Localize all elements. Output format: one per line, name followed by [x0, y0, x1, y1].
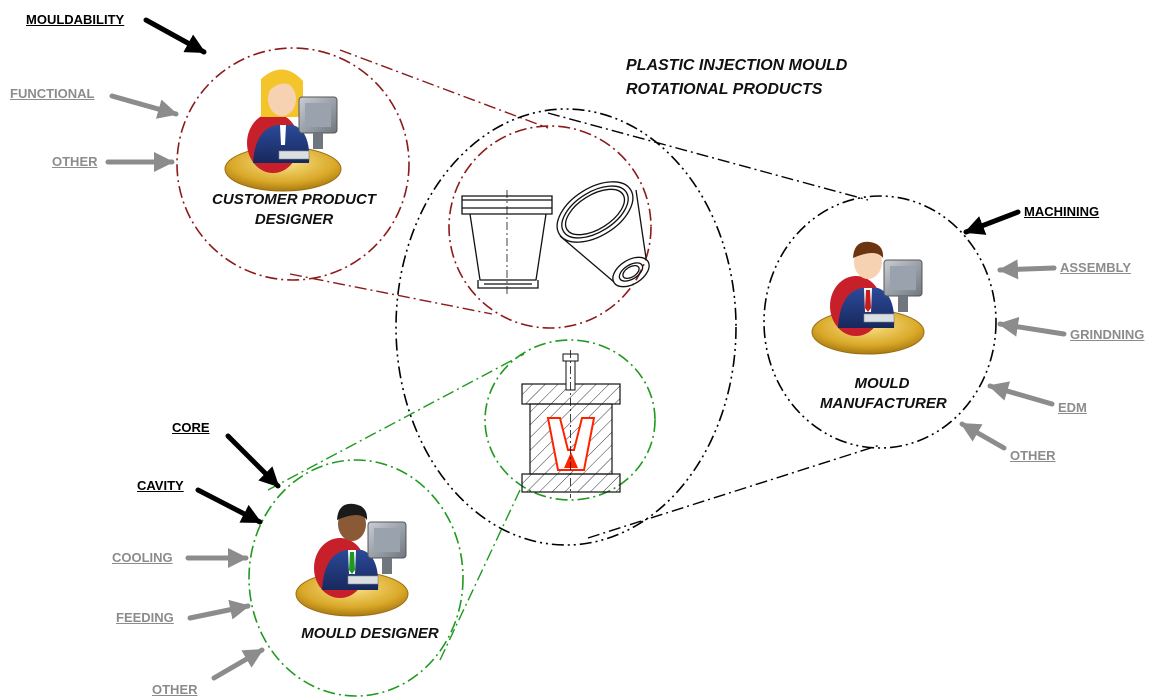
mould-section-drawing [521, 350, 621, 498]
machining-label: MACHINING [1024, 204, 1100, 219]
grinding-label: GRINDNING [1070, 327, 1145, 342]
feeding-arrow [187, 599, 251, 621]
functional-arrow [109, 93, 179, 119]
functional-label: FUNCTIONAL [10, 86, 95, 101]
product-circle [448, 125, 652, 329]
mouldability-label: MOULDABILITY [26, 12, 125, 27]
manufacturer-role-line-1: MOULD [854, 375, 910, 392]
cavity-arrow [195, 487, 263, 525]
customer-arrows [105, 17, 207, 172]
designer-connector-lines [267, 353, 525, 661]
mould-circle [484, 339, 656, 501]
mouldability-arrow [143, 17, 207, 55]
customer-role-label: CUSTOMER PRODUCT DESIGNER [196, 190, 392, 230]
cooling-label: COOLING [112, 550, 173, 565]
designer-role-line-1: MOULD DESIGNER [301, 625, 439, 642]
cavity-label: CAVITY [137, 478, 184, 493]
machining-arrow [963, 209, 1021, 235]
customer-role-line-2: DESIGNER [254, 211, 334, 228]
manufacturer-arrows [959, 209, 1067, 451]
assembly-arrow [997, 259, 1057, 280]
designer-circle [248, 459, 464, 697]
customer-circle [176, 47, 410, 281]
manufacturer-other-label: OTHER [1010, 448, 1056, 463]
man-at-computer-icon [811, 241, 925, 355]
designer-other-arrow [211, 647, 265, 681]
manufacturer-connector-lines [547, 112, 881, 539]
man-at-computer-icon-designer [295, 503, 409, 617]
grinding-arrow [997, 316, 1067, 337]
designer-arrows [185, 433, 281, 681]
designer-role-label: MOULD DESIGNER [290, 624, 450, 644]
manufacturer-circle [763, 195, 997, 449]
woman-at-computer-icon [224, 69, 342, 192]
central-product-circle [395, 108, 737, 546]
customer-connector-lines [289, 49, 549, 315]
title-line-2: ROTATIONAL PRODUCTS [626, 81, 823, 98]
customer-other-label: OTHER [52, 154, 98, 169]
cup-product-drawing [461, 181, 650, 294]
edm-label: EDM [1058, 400, 1087, 415]
title-line-1: PLASTIC INJECTION MOULD [626, 57, 848, 74]
manufacturer-other-arrow [959, 421, 1007, 451]
designer-other-label: OTHER [152, 682, 198, 697]
assembly-label: ASSEMBLY [1060, 260, 1132, 275]
core-arrow [225, 433, 281, 489]
diagram-title: PLASTIC INJECTION MOULD ROTATIONAL PRODU… [626, 54, 847, 102]
customer-role-line-1: CUSTOMER PRODUCT [212, 191, 376, 208]
core-label: CORE [172, 420, 210, 435]
edm-arrow [987, 381, 1055, 407]
manufacturer-role-line-2: MANUFACTURER [820, 395, 947, 412]
manufacturer-role-label: MOULD MANUFACTURER [820, 374, 947, 414]
feeding-label: FEEDING [116, 610, 174, 625]
